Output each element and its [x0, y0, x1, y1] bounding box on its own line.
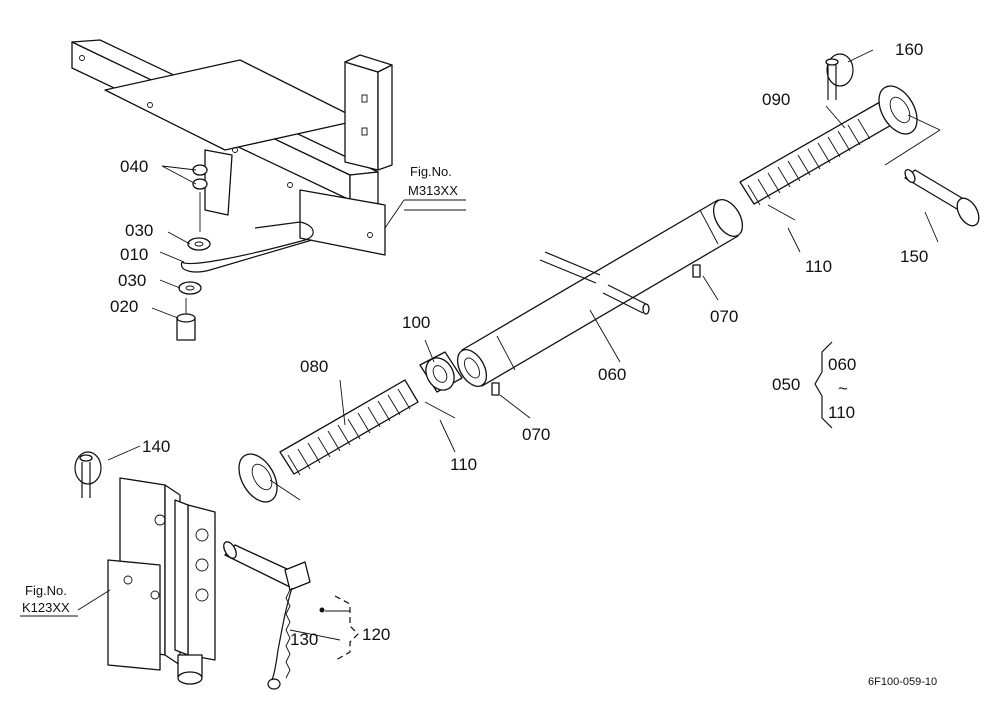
fig-ref-k123-id: K123XX [22, 600, 70, 615]
pin-120 [223, 541, 311, 591]
screw-090 [739, 85, 941, 221]
drawing-code: 6F100-059-10 [868, 676, 937, 688]
clip-010 [180, 221, 314, 273]
fig-ref-k123-prefix: Fig.No. [25, 583, 67, 598]
chain-130 [267, 587, 325, 690]
label-030-upper: 030 [125, 221, 153, 240]
fig-ref-k123: Fig.No. K123XX [22, 583, 70, 615]
label-070-right: 070 [710, 307, 738, 326]
label-160: 160 [895, 40, 923, 59]
label-060: 060 [598, 365, 626, 384]
label-050: 050 [772, 375, 800, 394]
lynch-pin-160 [825, 53, 854, 100]
label-tilde: ~ [838, 379, 848, 398]
label-110-left: 110 [450, 455, 477, 474]
label-110-set: 110 [828, 403, 855, 422]
fig-ref-m313-id: M313XX [408, 183, 458, 198]
bolt-020 [176, 298, 196, 341]
label-010: 010 [120, 245, 148, 264]
pin-150 [904, 168, 980, 227]
lynch-pin-140 [74, 451, 102, 498]
washer-030 [178, 237, 211, 295]
lower-bracket [107, 477, 216, 685]
label-070-left: 070 [522, 425, 550, 444]
fig-ref-m313: Fig.No. M313XX [408, 164, 458, 198]
label-090: 090 [762, 90, 790, 109]
label-150: 150 [900, 247, 928, 266]
label-030-lower: 030 [118, 271, 146, 290]
screw-080 [238, 379, 456, 503]
label-110-right: 110 [805, 257, 832, 276]
part-labels: 040 030 010 030 020 160 090 150 110 070 … [110, 40, 928, 649]
nut-100 [419, 351, 463, 393]
label-020: 020 [110, 297, 138, 316]
pipe-060 [456, 199, 744, 387]
label-100: 100 [402, 313, 430, 332]
label-120: 120 [362, 625, 390, 644]
label-140: 140 [142, 437, 170, 456]
set-bracket-120 [325, 595, 359, 661]
fig-ref-m313-prefix: Fig.No. [410, 164, 452, 179]
set-bracket-050 [814, 341, 833, 429]
label-080: 080 [300, 357, 328, 376]
leader-lines [20, 49, 939, 641]
label-130: 130 [290, 630, 318, 649]
upper-bracket [71, 39, 393, 256]
grease-nipple-070 [491, 264, 701, 396]
label-060-set: 060 [828, 355, 856, 374]
label-040: 040 [120, 157, 148, 176]
